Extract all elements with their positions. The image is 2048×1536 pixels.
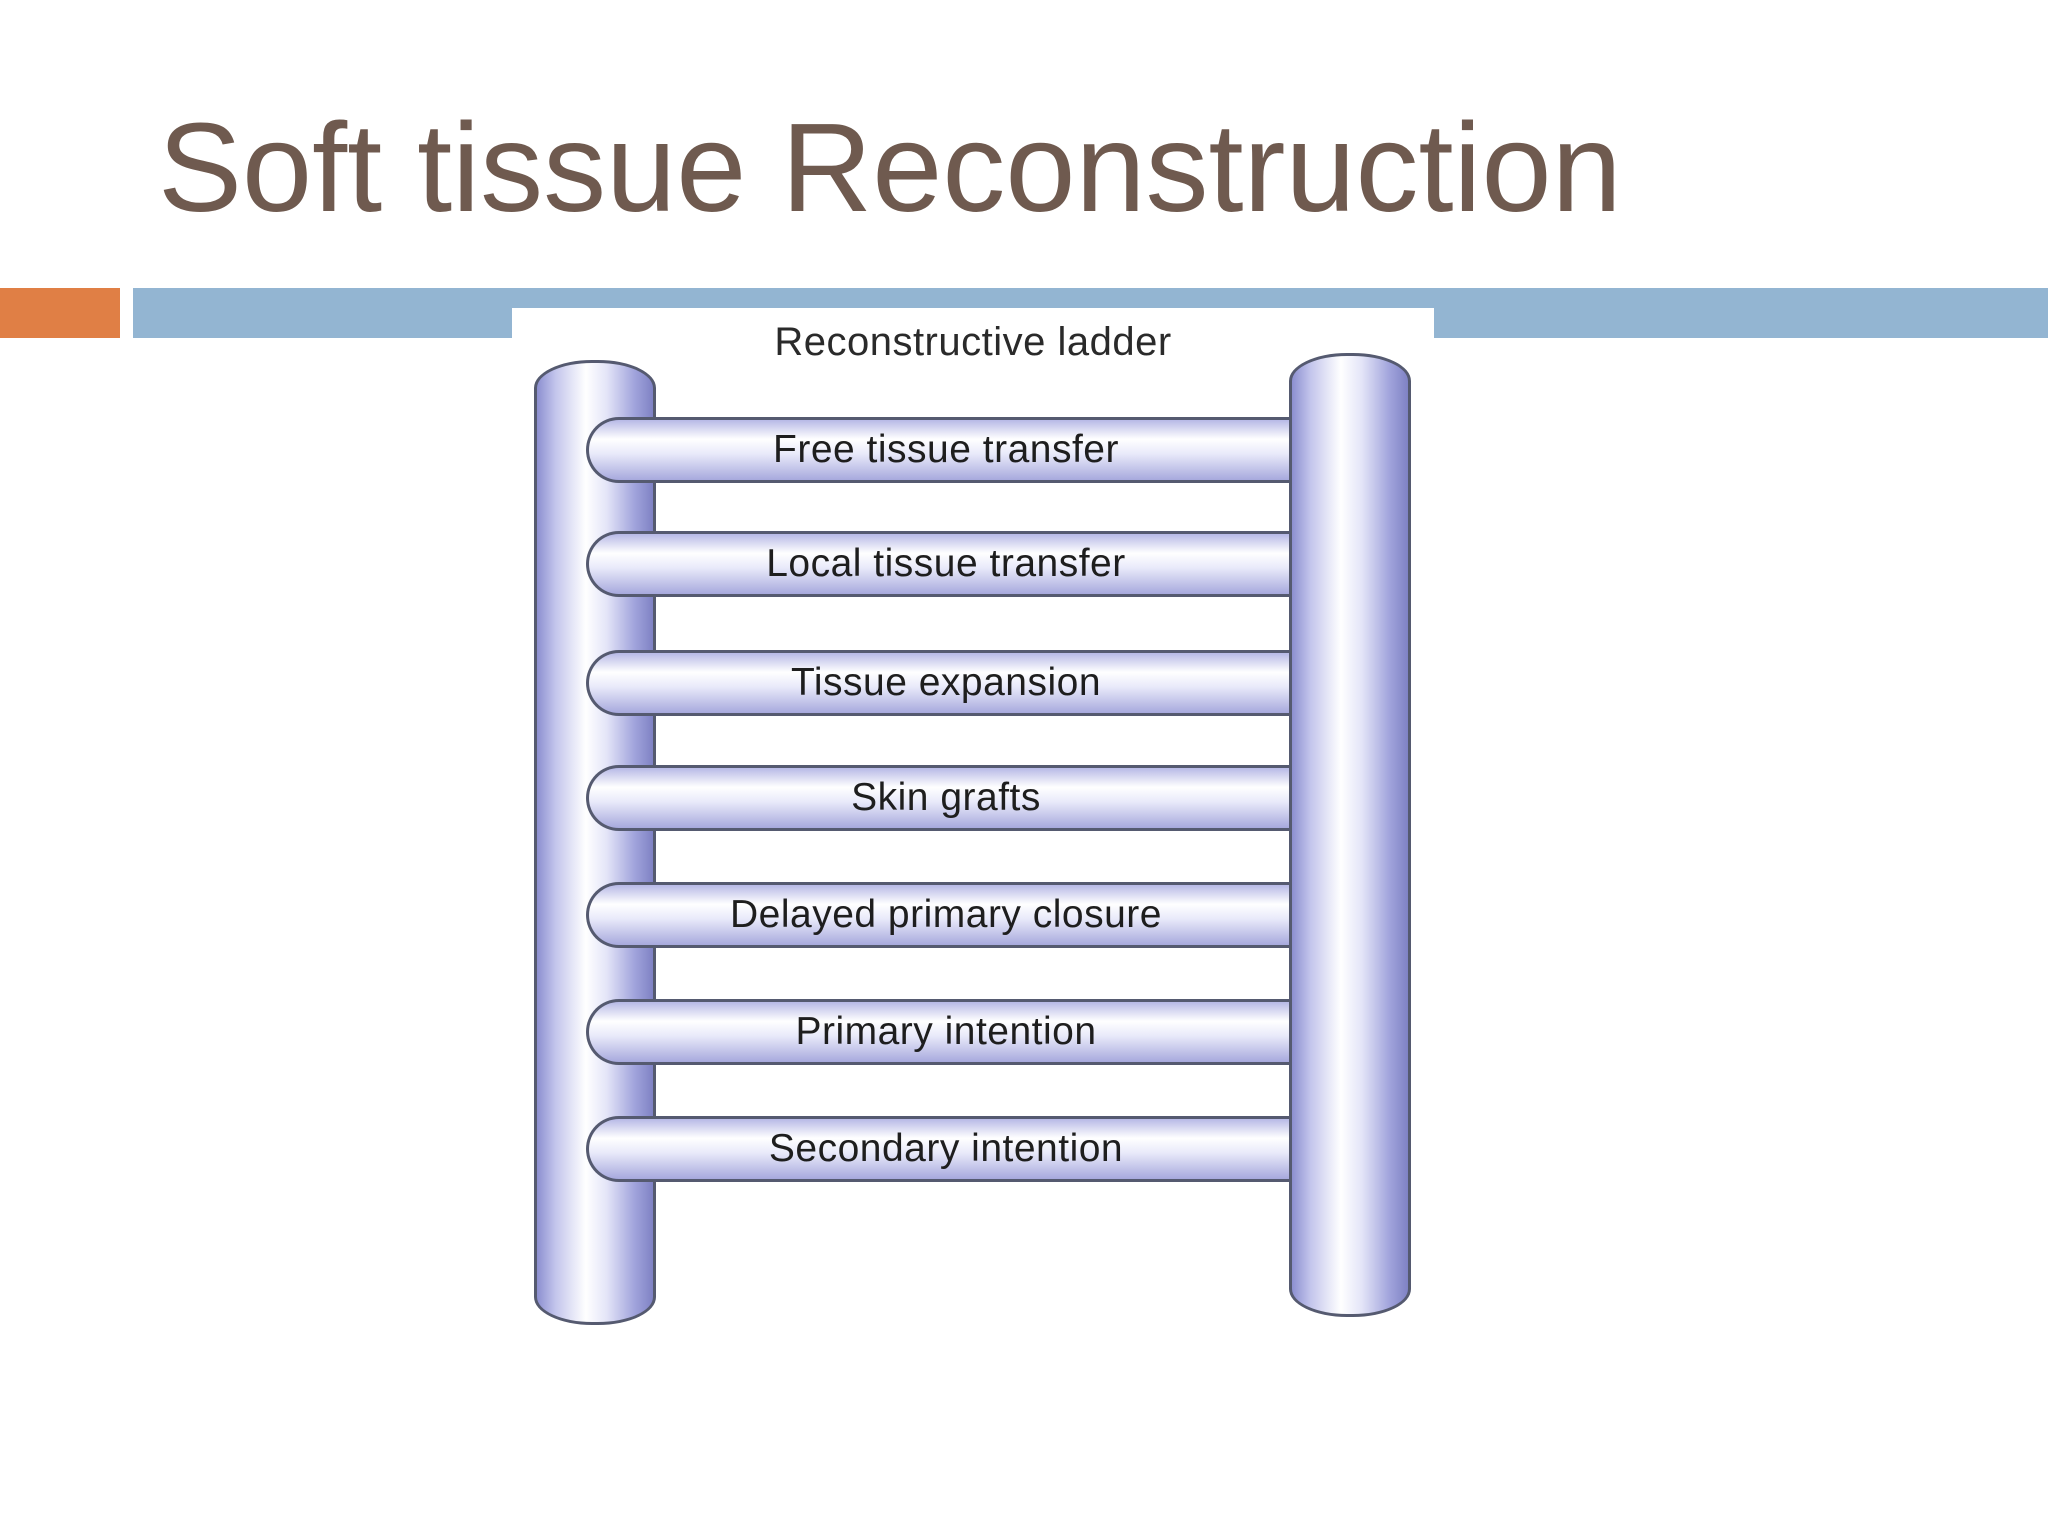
ladder-rung: Skin grafts [586, 765, 1303, 831]
reconstructive-ladder-diagram: Reconstructive ladder Free tissue transf… [512, 308, 1434, 1328]
rung-label-primary-intention: Primary intention [795, 1010, 1097, 1053]
ladder-rung: Tissue expansion [586, 650, 1303, 716]
ladder-rung: Local tissue transfer [586, 531, 1303, 597]
rung-label-local-tissue-transfer: Local tissue transfer [766, 542, 1126, 585]
diagram-title: Reconstructive ladder [774, 320, 1172, 364]
ladder-rungs: Free tissue transfer Local tissue transf… [512, 308, 1434, 1328]
rung-label-free-tissue-transfer: Free tissue transfer [773, 428, 1119, 471]
ladder-rung: Delayed primary closure [586, 882, 1303, 948]
accent-bar-orange [0, 288, 120, 338]
rung-label-secondary-intention: Secondary intention [768, 1127, 1124, 1170]
rung-label-delayed-primary-closure: Delayed primary closure [730, 893, 1162, 936]
ladder-rail-right [1289, 353, 1411, 1317]
ladder-rung: Secondary intention [586, 1116, 1303, 1182]
ladder-rung: Primary intention [586, 999, 1303, 1065]
slide-title: Soft tissue Reconstruction [158, 97, 1622, 238]
rung-label-tissue-expansion: Tissue expansion [790, 661, 1102, 704]
rung-label-skin-grafts: Skin grafts [851, 776, 1041, 819]
ladder-rung: Free tissue transfer [586, 417, 1303, 483]
